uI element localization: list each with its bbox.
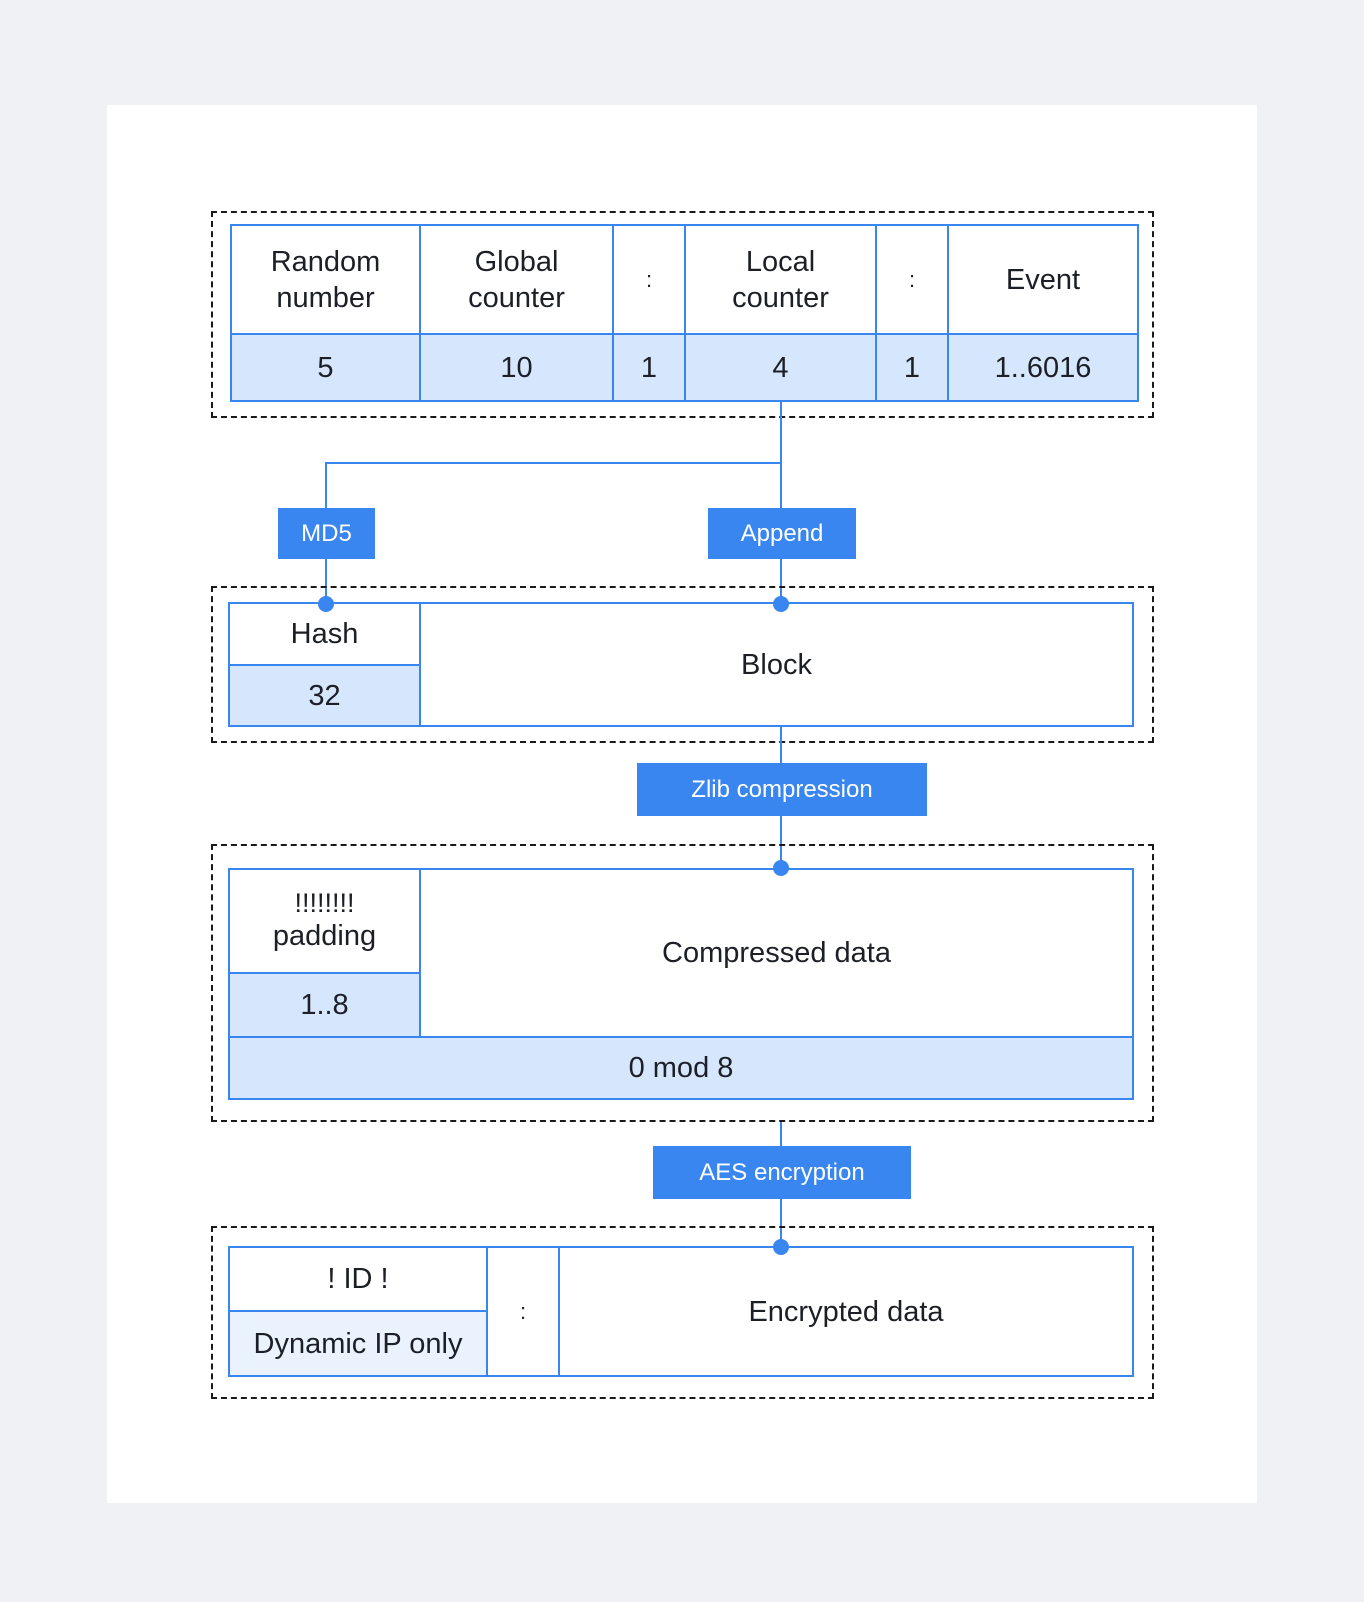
append-label: Append bbox=[708, 508, 856, 559]
aes-label: AES encryption bbox=[653, 1146, 911, 1199]
compressed-anchor-dot bbox=[773, 860, 789, 876]
event-label: Event bbox=[1005, 263, 1081, 296]
block-label: Block bbox=[741, 648, 812, 681]
separator-header-2: : bbox=[875, 224, 949, 335]
hash-value: 32 bbox=[228, 664, 421, 727]
hashed-group bbox=[211, 586, 1154, 743]
md5-label: MD5 bbox=[278, 508, 375, 559]
connector-md5-to-hash bbox=[325, 559, 327, 604]
random-number-header: Random number bbox=[230, 224, 421, 335]
compressed-data-label: Compressed data bbox=[662, 937, 891, 969]
random-number-label: Random number bbox=[270, 245, 381, 314]
compressed-data-cell: Compressed data bbox=[419, 868, 1134, 1038]
local-counter-label: Local counter bbox=[732, 245, 829, 314]
hash-label: Hash bbox=[290, 618, 359, 650]
hash-anchor-dot bbox=[318, 596, 334, 612]
encrypted-data-label: Encrypted data bbox=[748, 1295, 944, 1328]
padding-label-stack: !!!!!!!! padding bbox=[273, 888, 376, 954]
local-counter-value-text: 4 bbox=[772, 351, 789, 384]
encrypted-group bbox=[211, 1226, 1154, 1399]
separator-value-1: 1 bbox=[612, 333, 686, 402]
separator-value-1-text: 1 bbox=[640, 351, 658, 384]
connector-record-down bbox=[780, 402, 782, 510]
encrypted-separator-text: : bbox=[519, 1298, 527, 1324]
encrypted-anchor-dot bbox=[773, 1239, 789, 1255]
local-counter-header: Local counter bbox=[684, 224, 877, 335]
padding-header: !!!!!!!! padding bbox=[228, 868, 421, 974]
padding-value: 1..8 bbox=[228, 972, 421, 1038]
separator-label-1: : bbox=[645, 266, 653, 292]
connector-zlib-to-compressed bbox=[780, 816, 782, 866]
connector-compressed-to-aes bbox=[780, 1122, 782, 1148]
separator-value-2-text: 1 bbox=[903, 351, 921, 384]
padding-marks: !!!!!!!! bbox=[294, 888, 355, 918]
event-header: Event bbox=[947, 224, 1139, 335]
zlib-label: Zlib compression bbox=[637, 763, 927, 816]
event-value-text: 1..6016 bbox=[994, 351, 1092, 384]
id-value-text: Dynamic IP only bbox=[253, 1327, 463, 1360]
connector-block-to-zlib bbox=[780, 727, 782, 764]
id-label: ! ID ! bbox=[327, 1263, 389, 1295]
local-counter-value: 4 bbox=[684, 333, 877, 402]
connector-append-to-block bbox=[780, 559, 782, 604]
connector-aes-to-encrypted bbox=[780, 1199, 782, 1248]
event-value: 1..6016 bbox=[947, 333, 1139, 402]
id-header: ! ID ! bbox=[228, 1246, 488, 1312]
hash-value-text: 32 bbox=[308, 679, 341, 712]
padding-value-text: 1..8 bbox=[300, 989, 349, 1021]
connector-to-md5 bbox=[325, 462, 327, 510]
global-counter-value: 10 bbox=[419, 333, 614, 402]
separator-value-2: 1 bbox=[875, 333, 949, 402]
block-cell: Block bbox=[419, 602, 1134, 727]
connector-split-horizontal bbox=[325, 462, 782, 464]
mod-footer-text: 0 mod 8 bbox=[628, 1052, 734, 1084]
mod-footer: 0 mod 8 bbox=[228, 1036, 1134, 1100]
global-counter-label: Global counter bbox=[468, 245, 565, 314]
random-number-value: 5 bbox=[230, 333, 421, 402]
padding-label: padding bbox=[272, 920, 377, 952]
record-group bbox=[211, 211, 1154, 418]
separator-label-2: : bbox=[908, 266, 916, 292]
global-counter-header: Global counter bbox=[419, 224, 614, 335]
compressed-group bbox=[211, 844, 1154, 1122]
random-number-value-text: 5 bbox=[317, 351, 334, 384]
block-anchor-dot bbox=[773, 596, 789, 612]
encrypted-separator: : bbox=[486, 1246, 560, 1377]
separator-header-1: : bbox=[612, 224, 686, 335]
global-counter-value-text: 10 bbox=[500, 351, 533, 384]
encrypted-data-cell: Encrypted data bbox=[558, 1246, 1134, 1377]
id-value: Dynamic IP only bbox=[228, 1310, 488, 1377]
